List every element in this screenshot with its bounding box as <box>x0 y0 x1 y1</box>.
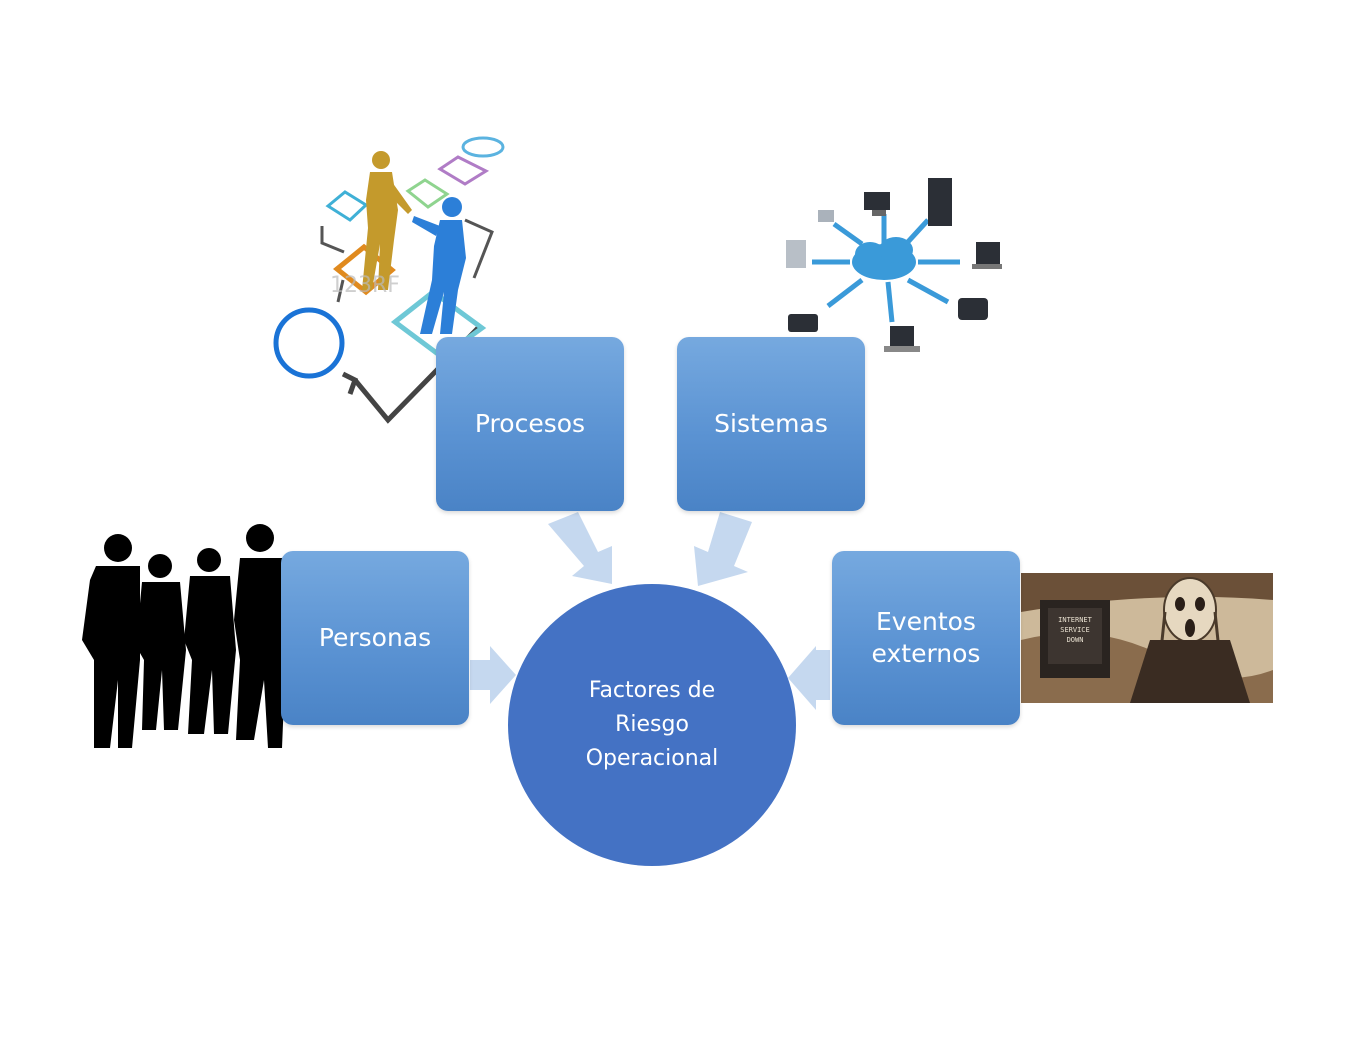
watermark-text: 123RF <box>330 273 400 298</box>
factor-box-eventos-externos: Eventos externos <box>832 551 1020 725</box>
arrow-personas <box>470 646 516 704</box>
central-node-factores-riesgo: Factores de Riesgo Operacional <box>508 584 796 866</box>
arrow-sistemas <box>694 512 752 586</box>
arrow-eventos <box>788 646 830 710</box>
process-flowchart-illustration: 123RF <box>273 136 505 424</box>
screen-text-line-1: INTERNET <box>1058 616 1093 624</box>
central-node-label: Factores de Riesgo Operacional <box>585 677 719 772</box>
factor-label-eventos-externos: Eventos externos <box>871 606 981 669</box>
factor-label-personas: Personas <box>318 622 432 652</box>
screen-text-line-3: DOWN <box>1067 636 1084 644</box>
people-silhouettes <box>82 524 286 748</box>
factor-label-procesos: Procesos <box>474 408 586 438</box>
factor-box-procesos: Procesos <box>436 337 624 511</box>
factor-label-sistemas: Sistemas <box>714 408 828 438</box>
network-illustration <box>786 178 1002 352</box>
arrow-procesos <box>548 512 612 584</box>
connector-arrows <box>470 512 830 710</box>
factor-box-personas: Personas <box>281 551 469 725</box>
screen-text-line-2: SERVICE <box>1060 626 1090 634</box>
factor-box-sistemas: Sistemas <box>677 337 865 511</box>
scream-computer-illustration: INTERNET SERVICE DOWN <box>1021 573 1273 703</box>
